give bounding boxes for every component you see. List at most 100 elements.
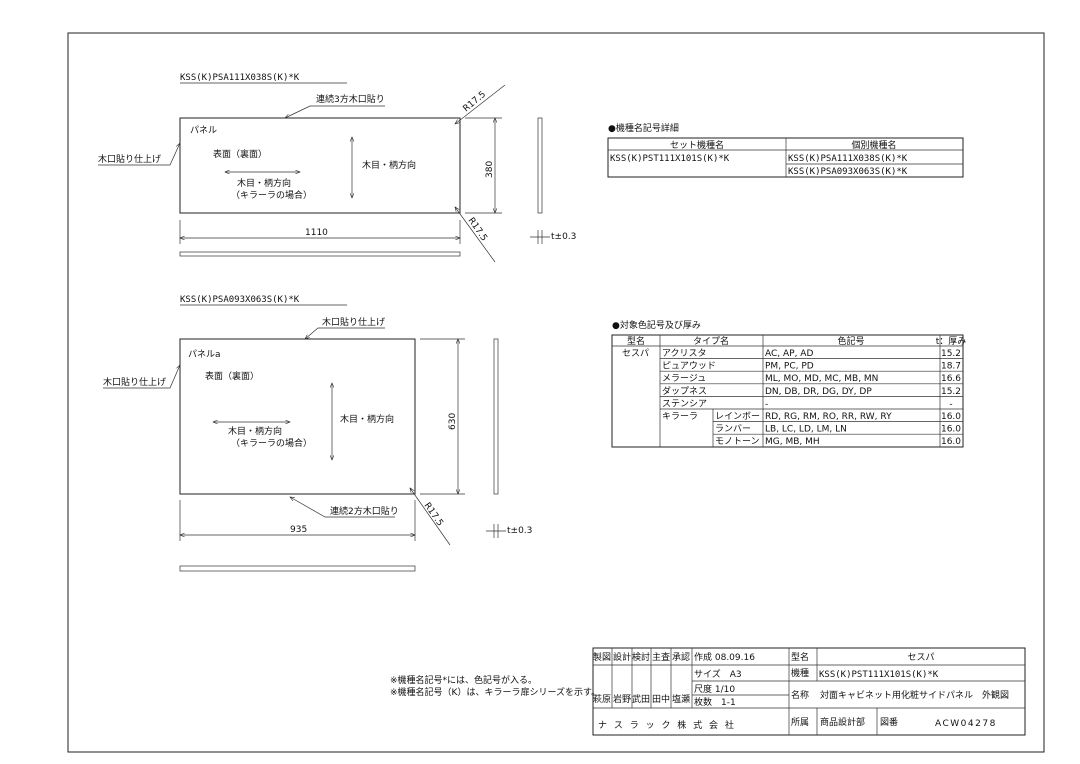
type-name: ダップネス — [662, 385, 707, 397]
signer-name: 萩原 — [593, 694, 611, 705]
panel2-grain-v: 木目・柄方向 — [340, 413, 394, 425]
panel1-height: 380 — [485, 161, 495, 178]
subtype-name: モノトーン — [715, 437, 760, 447]
item-name: KSS(K)PSA111X038S(K)*K — [788, 154, 908, 164]
panel2-grain-h-note: （キラーラの場合） — [231, 437, 312, 449]
color-codes: MG, MB, MH — [765, 437, 820, 447]
color-thickness-table: ●対象色記号及び厚み 型名 タイプ名 色記号 t：厚み セスパ アクリスタ AC,… — [611, 319, 967, 448]
panel1-grain-v: 木目・柄方向 — [362, 159, 416, 171]
drawing-no-label: 図番 — [880, 716, 898, 728]
color-codes: AC, AP, AD — [765, 349, 813, 359]
panel2-grain-h: 木目・柄方向 — [228, 425, 282, 437]
panel2-width: 935 — [290, 525, 307, 535]
signer-name: 武田 — [632, 693, 650, 705]
paper-size: サイズ A3 — [694, 668, 742, 680]
item-name: KSS(K)PSA093X063S(K)*K — [788, 167, 908, 177]
header-thickness: t：厚み — [936, 336, 967, 347]
name-label: 名称 — [791, 689, 809, 701]
note: ※機種名記号*には、色記号が入る。 — [390, 674, 537, 686]
header-item-name: 個別機種名 — [851, 139, 896, 151]
panel1-title: KSS(K)PSA111X038S(K)*K — [180, 73, 300, 83]
drawing-no: ACW04278 — [935, 719, 997, 729]
dept-label: 所属 — [791, 717, 809, 728]
thickness-value: 15.2 — [941, 349, 961, 359]
panel1-edge-left: 木口貼り仕上げ — [98, 153, 161, 165]
signer-name: 岩野 — [613, 693, 631, 705]
color-codes: ML, MO, MD, MC, MB, MN — [765, 374, 878, 384]
model-label: 型名 — [791, 651, 809, 663]
set-name: KSS(K)PST111X101S(K)*K — [610, 154, 730, 164]
panel2-thickness: t±0.3 — [507, 526, 532, 536]
panel2-edge-top: 木口貼り仕上げ — [322, 316, 385, 328]
type-name: メラージュ — [662, 373, 706, 384]
subtype-name: ランバー — [715, 424, 751, 435]
thickness-value: 16.0 — [941, 425, 961, 435]
panel2-label: パネルa — [188, 349, 221, 360]
sheet-border — [67, 32, 1045, 753]
company-name: ナ ス ラ ッ ク 株 式 会 社 — [598, 719, 736, 731]
panel1-edge-top: 連続3方木口貼り — [316, 93, 385, 105]
panel1-width: 1110 — [305, 228, 328, 238]
model-name-table: ●機種名記号詳細 セット機種名 個別機種名 KSS(K)PST111X101S(… — [607, 122, 964, 178]
color-codes: LB, LC, LD, LM, LN — [765, 425, 847, 435]
header-set-name: セット機種名 — [670, 139, 724, 151]
subtype-name: レインボー — [715, 411, 760, 422]
thickness-value: 18.7 — [941, 362, 961, 372]
header-colors: 色記号 — [837, 335, 864, 347]
header-model: 型名 — [627, 335, 645, 347]
panel1-radius-top: R17.5 — [462, 90, 489, 115]
color-table-heading: ●対象色記号及び厚み — [612, 319, 701, 331]
kind-label: 機種 — [791, 667, 809, 679]
model-value: セスパ — [907, 652, 934, 663]
panel1-grain-h: 木目・柄方向 — [237, 177, 291, 189]
dept-value: 商品設計部 — [820, 716, 865, 728]
panel1-label: パネル — [190, 125, 217, 136]
role-4: 承認 — [672, 651, 690, 663]
header-type: タイプ名 — [693, 335, 729, 347]
color-codes: - — [765, 399, 768, 409]
signer-name: 田中 — [652, 693, 670, 705]
thickness-value: 15.2 — [941, 387, 961, 397]
panel2-edge-left: 木口貼り仕上げ — [103, 376, 166, 388]
panel1-outline — [179, 117, 461, 214]
panel1-thickness: t±0.3 — [551, 232, 576, 242]
type-name: ピュアウッド — [662, 361, 716, 372]
name-value: 対面キャビネット用化粧サイドパネル 外観図 — [820, 689, 1009, 701]
model-name: セスパ — [622, 348, 649, 359]
role-1: 設計 — [613, 651, 631, 663]
panel2-radius: R17.5 — [422, 501, 445, 528]
panel1-drawing: KSS(K)PSA111X038S(K)*K 1110 380 R17.5 R1… — [98, 73, 576, 263]
color-codes: DN, DB, DR, DG, DY, DP — [765, 387, 872, 397]
role-0: 製図 — [593, 651, 611, 663]
panel2-title: KSS(K)PSA093X063S(K)*K — [180, 295, 300, 305]
scale: 尺度 1/10 — [694, 683, 735, 695]
panel1-surface: 表面（裏面） — [213, 148, 267, 160]
panel1-radius-bottom: R17.5 — [466, 216, 489, 243]
panel1-grain-h-note: （キラーラの場合） — [231, 189, 312, 201]
color-codes: RD, RG, RM, RO, RR, RW, RY — [765, 412, 892, 422]
note: ※機種名記号（K）は、キラーラ扉シリーズを示す。 — [390, 686, 600, 698]
created-date: 作成 08.09.16 — [694, 651, 755, 663]
thickness-value: 16.0 — [941, 437, 961, 447]
type-name: アクリスタ — [662, 348, 707, 359]
panel2-drawing: KSS(K)PSA093X063S(K)*K 935 630 R17.5 t±0… — [103, 295, 532, 572]
panel2-edge-bottom: 連続2方木口貼り — [330, 505, 399, 517]
panel2-height: 630 — [448, 413, 458, 430]
signer-name: 塩瀬 — [672, 693, 690, 705]
type-name: ステンシア — [662, 398, 707, 409]
panel2-outline — [179, 338, 416, 495]
panel2-edge-view — [179, 565, 416, 572]
type-name: キラーラ — [662, 411, 698, 422]
panel1-edge-view — [179, 251, 461, 257]
model-table-heading: ●機種名記号詳細 — [608, 122, 679, 134]
panel1-side-view — [537, 117, 543, 214]
panel2-surface: 表面（裏面） — [205, 370, 259, 382]
thickness-value: - — [949, 399, 952, 409]
thickness-value: 16.6 — [941, 374, 961, 384]
role-2: 検討 — [632, 651, 650, 663]
sheet-count: 枚数 1-1 — [694, 696, 736, 708]
role-3: 主査 — [652, 651, 670, 663]
kind-value: KSS(K)PST111X101S(K)*K — [819, 670, 939, 680]
